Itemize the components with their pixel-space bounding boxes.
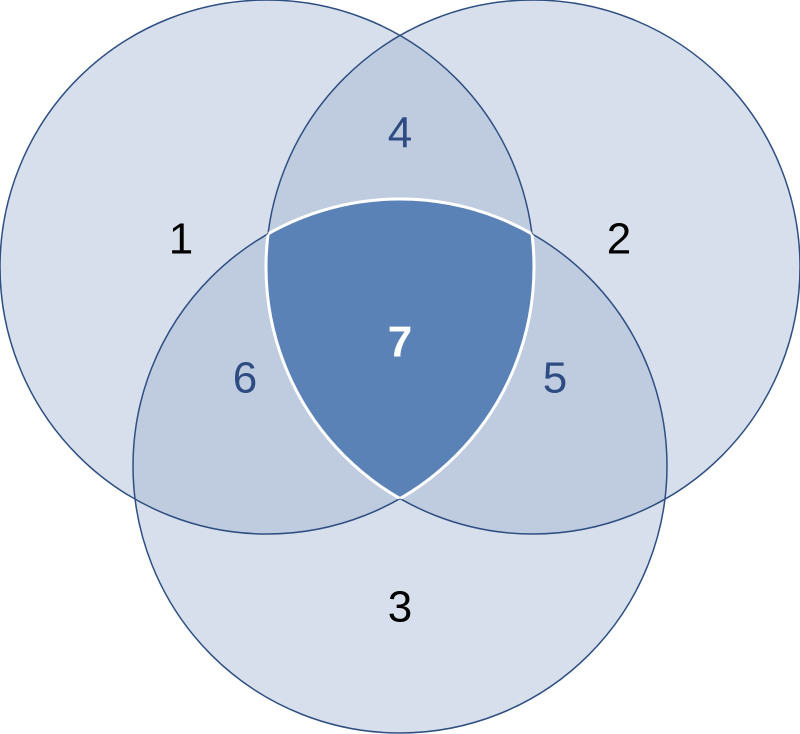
triple-outline-c — [264, 199, 534, 534]
label-region-6: 6 — [233, 354, 257, 403]
triple-outline-b — [266, 199, 536, 534]
label-region-5: 5 — [543, 354, 567, 403]
label-region-4: 4 — [388, 109, 412, 158]
label-region-1: 1 — [169, 215, 193, 264]
triple-outline-a — [266, 197, 534, 534]
label-region-2: 2 — [607, 215, 631, 264]
label-region-7: 7 — [388, 318, 412, 367]
label-region-3: 3 — [388, 583, 412, 632]
